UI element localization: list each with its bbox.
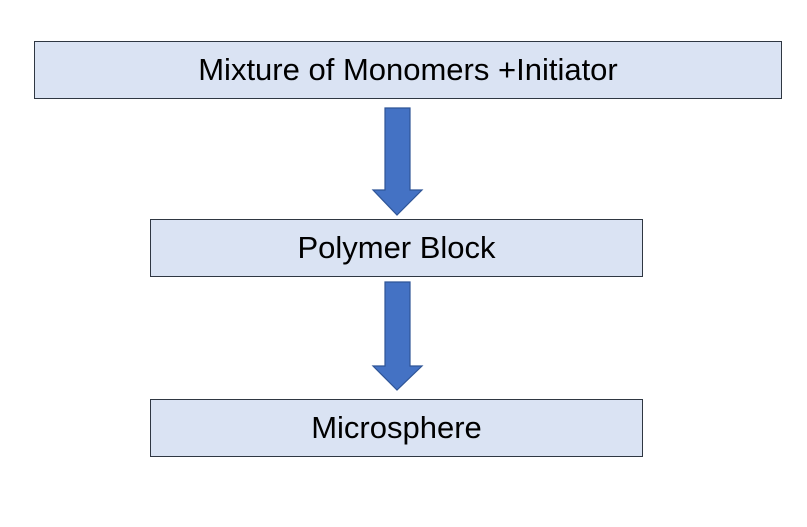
step-box-microsphere: Microsphere bbox=[150, 399, 643, 457]
down-arrow-icon bbox=[371, 281, 424, 391]
step-label-polymer-block: Polymer Block bbox=[297, 230, 496, 265]
down-arrow-icon bbox=[371, 107, 424, 216]
step-label-microsphere: Microsphere bbox=[311, 410, 482, 445]
step-box-polymer-block: Polymer Block bbox=[150, 219, 643, 277]
step-label-mixture: Mixture of Monomers +Initiator bbox=[198, 52, 618, 87]
step-box-mixture: Mixture of Monomers +Initiator bbox=[34, 41, 782, 99]
